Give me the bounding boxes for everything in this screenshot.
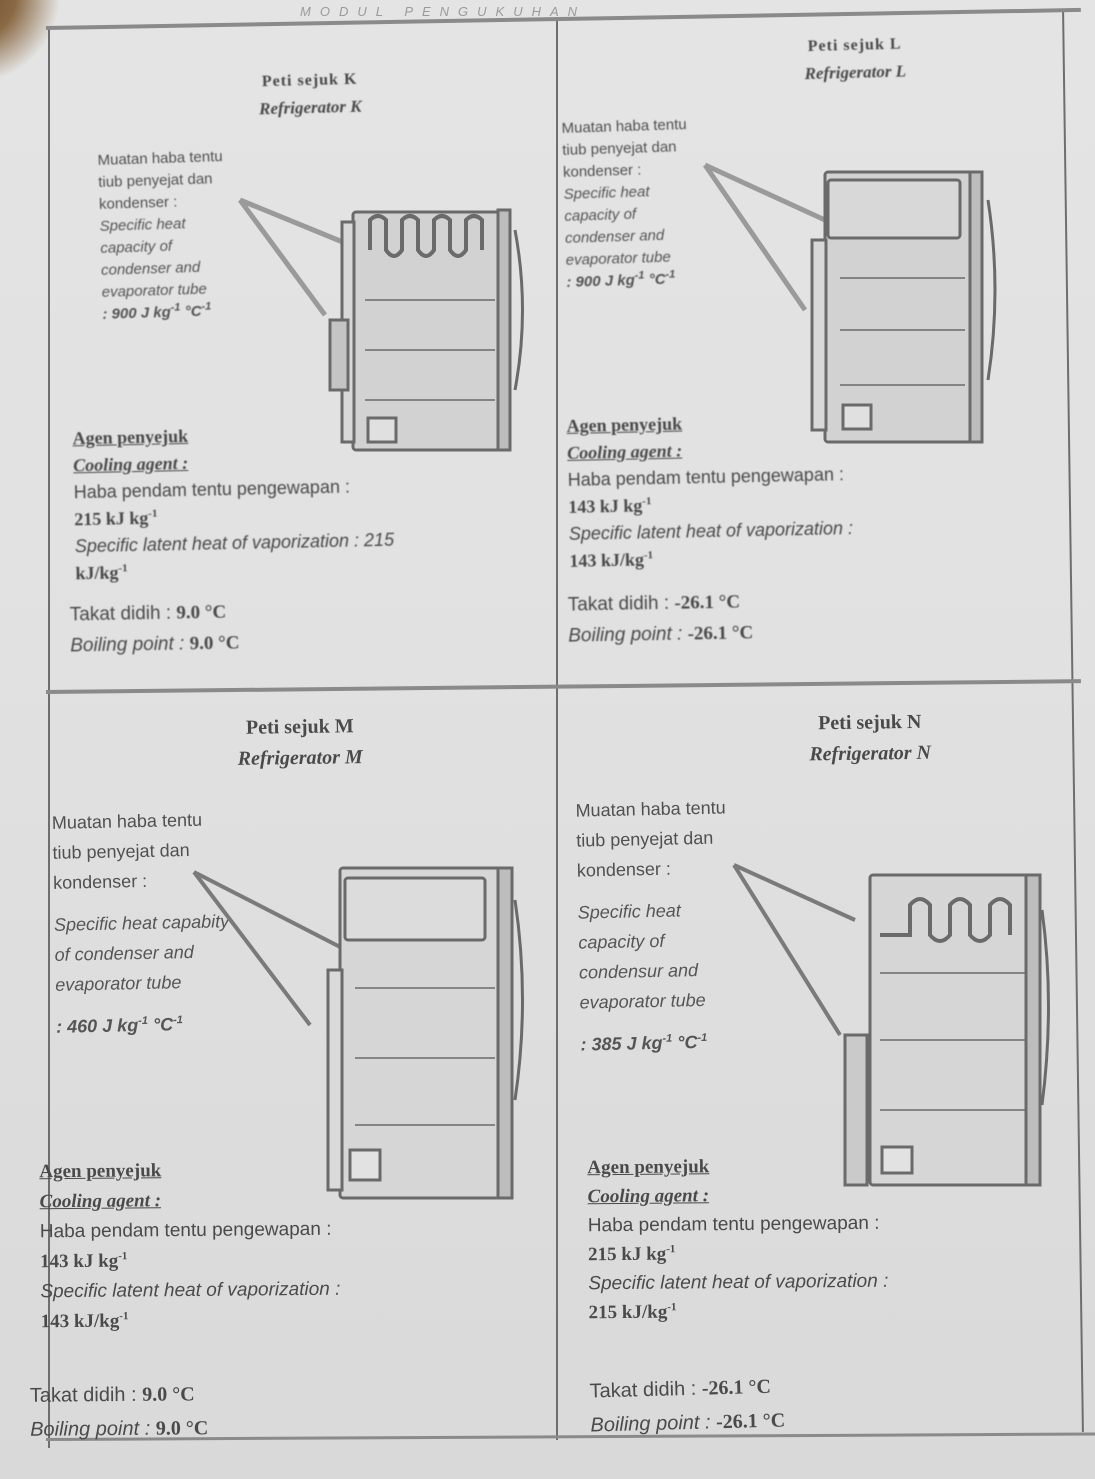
latent-heat-value-ms: 143 kJ kg-1 [40, 1250, 128, 1273]
heat-capacity-value: : 385 J kg-1 °C-1 [580, 1031, 708, 1055]
row-divider [45, 679, 1081, 694]
module-header: MODUL PENGUKUHAN [300, 4, 587, 19]
refrigerator-l-illustration [702, 162, 997, 444]
latent-heat-label-ms: Haba pendam tentu pengewapan : [39, 1218, 332, 1243]
title-english: Refrigerator K [258, 96, 362, 119]
boiling-point-en: Boiling point : -26.1 °C [568, 622, 754, 647]
boiling-point-ms: Takat didih : -26.1 °C [589, 1375, 772, 1403]
heat-capacity-label-ms-2: tiub penyejat dan [98, 170, 213, 191]
title-malay: Peti sejuk K [261, 70, 358, 91]
agent-header-en: Cooling agent : [39, 1190, 162, 1213]
title-malay: Peti sejuk M [245, 715, 354, 739]
panel-title: Peti sejuk K Refrigerator K [189, 69, 430, 121]
heat-capacity-label-en-1: Specific heat [577, 900, 681, 923]
frame-center-divider [556, 20, 558, 1440]
latent-heat-label-en: Specific latent heat of vaporization : [588, 1270, 889, 1295]
title-malay: Peti sejuk L [807, 35, 902, 56]
heat-capacity-label-ms-2: tiub penyejat dan [562, 138, 677, 159]
agent-header-en: Cooling agent : [587, 1185, 710, 1208]
boiling-point-ms: Takat didih : -26.1 °C [567, 591, 741, 616]
latent-heat-label-ms: Haba pendam tentu pengewapan : [587, 1212, 880, 1237]
title-english: Refrigerator L [804, 61, 907, 84]
heat-capacity-spec: Muatan haba tentu tiub penyejat dan kond… [561, 114, 692, 294]
heat-capacity-spec: Muatan haba tentu tiub penyejat dan kond… [97, 146, 228, 326]
heat-capacity-label-en-3: condensur and [578, 960, 699, 983]
latent-heat-label-en: Specific latent heat of vaporization : [40, 1278, 341, 1303]
latent-heat-value-ms: 215 kJ kg-1 [588, 1243, 676, 1266]
panel-title: Peti sejuk N Refrigerator N [720, 710, 961, 767]
frame-right-border [1062, 12, 1084, 1432]
latent-heat-value-en: 143 kJ/kg-1 [40, 1310, 129, 1333]
heat-capacity-label-en-4: evaporator tube [579, 989, 706, 1013]
latent-heat-value-en: 215 kJ/kg-1 [588, 1301, 677, 1324]
boiling-point-spec: Takat didih : 9.0 °C Boiling point : 9.0… [30, 1377, 209, 1447]
title-english: Refrigerator N [809, 741, 932, 766]
heat-capacity-value: : 900 J kg-1 °C-1 [566, 268, 676, 291]
heat-capacity-value: : 900 J kg-1 °C-1 [102, 300, 212, 323]
latent-heat-value-en: kJ/kg-1 [75, 562, 128, 584]
cooling-agent-spec: Agen penyejuk Cooling agent : Haba penda… [39, 1155, 341, 1338]
heat-capacity-label-ms-3: kondenser : [576, 858, 672, 881]
heat-capacity-spec: Muatan haba tentu tiub penyejat dan kond… [575, 792, 731, 1059]
refrigerator-n-illustration [732, 863, 1050, 1187]
agent-header-ms: Agen penyejuk [39, 1160, 162, 1183]
heat-capacity-label-ms-1: Muatan haba tentu [51, 809, 203, 833]
boiling-point-en: Boiling point : 9.0 °C [30, 1417, 209, 1441]
cooling-agent-spec: Agen penyejuk Cooling agent : Haba penda… [566, 407, 854, 575]
frame-left-border [48, 28, 50, 1448]
latent-heat-value-en: 143 kJ/kg-1 [569, 549, 654, 571]
boiling-point-en: Boiling point : 9.0 °C [70, 632, 240, 657]
boiling-point-ms: Takat didih : 9.0 °C [69, 601, 227, 626]
heat-capacity-label-en-2: capacity of [578, 930, 665, 953]
panel-title: Peti sejuk L Refrigerator L [689, 35, 930, 87]
heat-capacity-label-ms-2: tiub penyejat dan [575, 827, 714, 851]
cooling-agent-spec: Agen penyejuk Cooling agent : Haba penda… [72, 419, 395, 588]
table-edge-background [0, 0, 86, 86]
panel-title: Peti sejuk M Refrigerator M [180, 714, 421, 771]
boiling-point-en: Boiling point : -26.1 °C [590, 1409, 786, 1437]
boiling-point-spec: Takat didih : -26.1 °C Boiling point : -… [567, 586, 754, 651]
refrigerator-k-illustration [237, 197, 524, 452]
agent-header-ms: Agen penyejuk [587, 1156, 710, 1179]
boiling-point-spec: Takat didih : 9.0 °C Boiling point : 9.0… [69, 597, 240, 662]
boiling-point-ms: Takat didih : 9.0 °C [29, 1383, 195, 1407]
refrigerator-m-illustration [192, 866, 524, 1200]
heat-capacity-label-ms-1: Muatan haba tentu [575, 797, 726, 821]
title-english: Refrigerator M [237, 746, 363, 770]
boiling-point-spec: Takat didih : -26.1 °C Boiling point : -… [589, 1369, 785, 1442]
cooling-agent-spec: Agen penyejuk Cooling agent : Haba penda… [587, 1151, 888, 1328]
title-malay: Peti sejuk N [817, 710, 922, 735]
